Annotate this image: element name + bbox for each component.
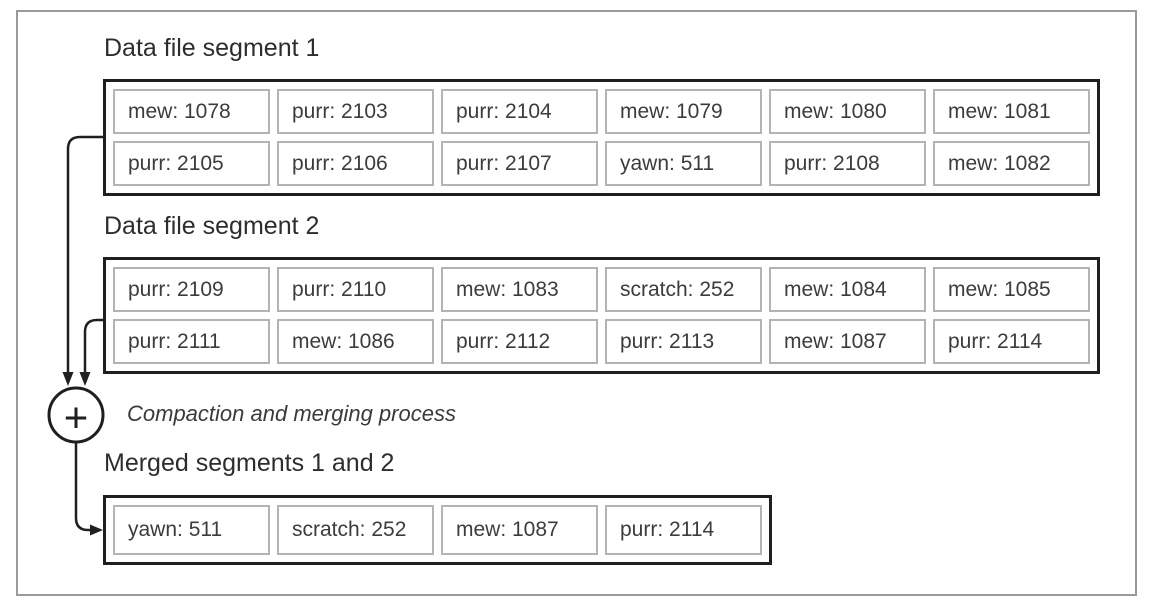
record-cell: mew: 1085 bbox=[933, 267, 1090, 312]
record-cell: scratch: 252 bbox=[605, 267, 762, 312]
merged-title: Merged segments 1 and 2 bbox=[104, 449, 395, 477]
merge-process-label: Compaction and merging process bbox=[127, 401, 456, 426]
record-cell: purr: 2114 bbox=[933, 319, 1090, 364]
record-cell: purr: 2112 bbox=[441, 319, 598, 364]
record-cell: purr: 2105 bbox=[113, 141, 270, 186]
record-cell: purr: 2106 bbox=[277, 141, 434, 186]
record-cell: purr: 2108 bbox=[769, 141, 926, 186]
record-cell: mew: 1081 bbox=[933, 89, 1090, 134]
record-cell: mew: 1083 bbox=[441, 267, 598, 312]
record-cell: mew: 1087 bbox=[769, 319, 926, 364]
record-cell: mew: 1086 bbox=[277, 319, 434, 364]
record-cell: mew: 1079 bbox=[605, 89, 762, 134]
record-cell: purr: 2107 bbox=[441, 141, 598, 186]
segment2-title: Data file segment 2 bbox=[104, 212, 320, 240]
figure-border bbox=[16, 10, 1137, 596]
record-cell: purr: 2109 bbox=[113, 267, 270, 312]
record-cell: purr: 2113 bbox=[605, 319, 762, 364]
record-cell: mew: 1082 bbox=[933, 141, 1090, 186]
record-cell: yawn: 511 bbox=[113, 505, 270, 555]
record-cell: purr: 2104 bbox=[441, 89, 598, 134]
record-cell: mew: 1078 bbox=[113, 89, 270, 134]
record-cell: scratch: 252 bbox=[277, 505, 434, 555]
record-cell: purr: 2114 bbox=[605, 505, 762, 555]
record-cell: purr: 2111 bbox=[113, 319, 270, 364]
record-cell: mew: 1080 bbox=[769, 89, 926, 134]
record-cell: mew: 1087 bbox=[441, 505, 598, 555]
record-cell: yawn: 511 bbox=[605, 141, 762, 186]
record-cell: purr: 2110 bbox=[277, 267, 434, 312]
record-cell: mew: 1084 bbox=[769, 267, 926, 312]
record-cell: purr: 2103 bbox=[277, 89, 434, 134]
segment1-title: Data file segment 1 bbox=[104, 34, 320, 62]
